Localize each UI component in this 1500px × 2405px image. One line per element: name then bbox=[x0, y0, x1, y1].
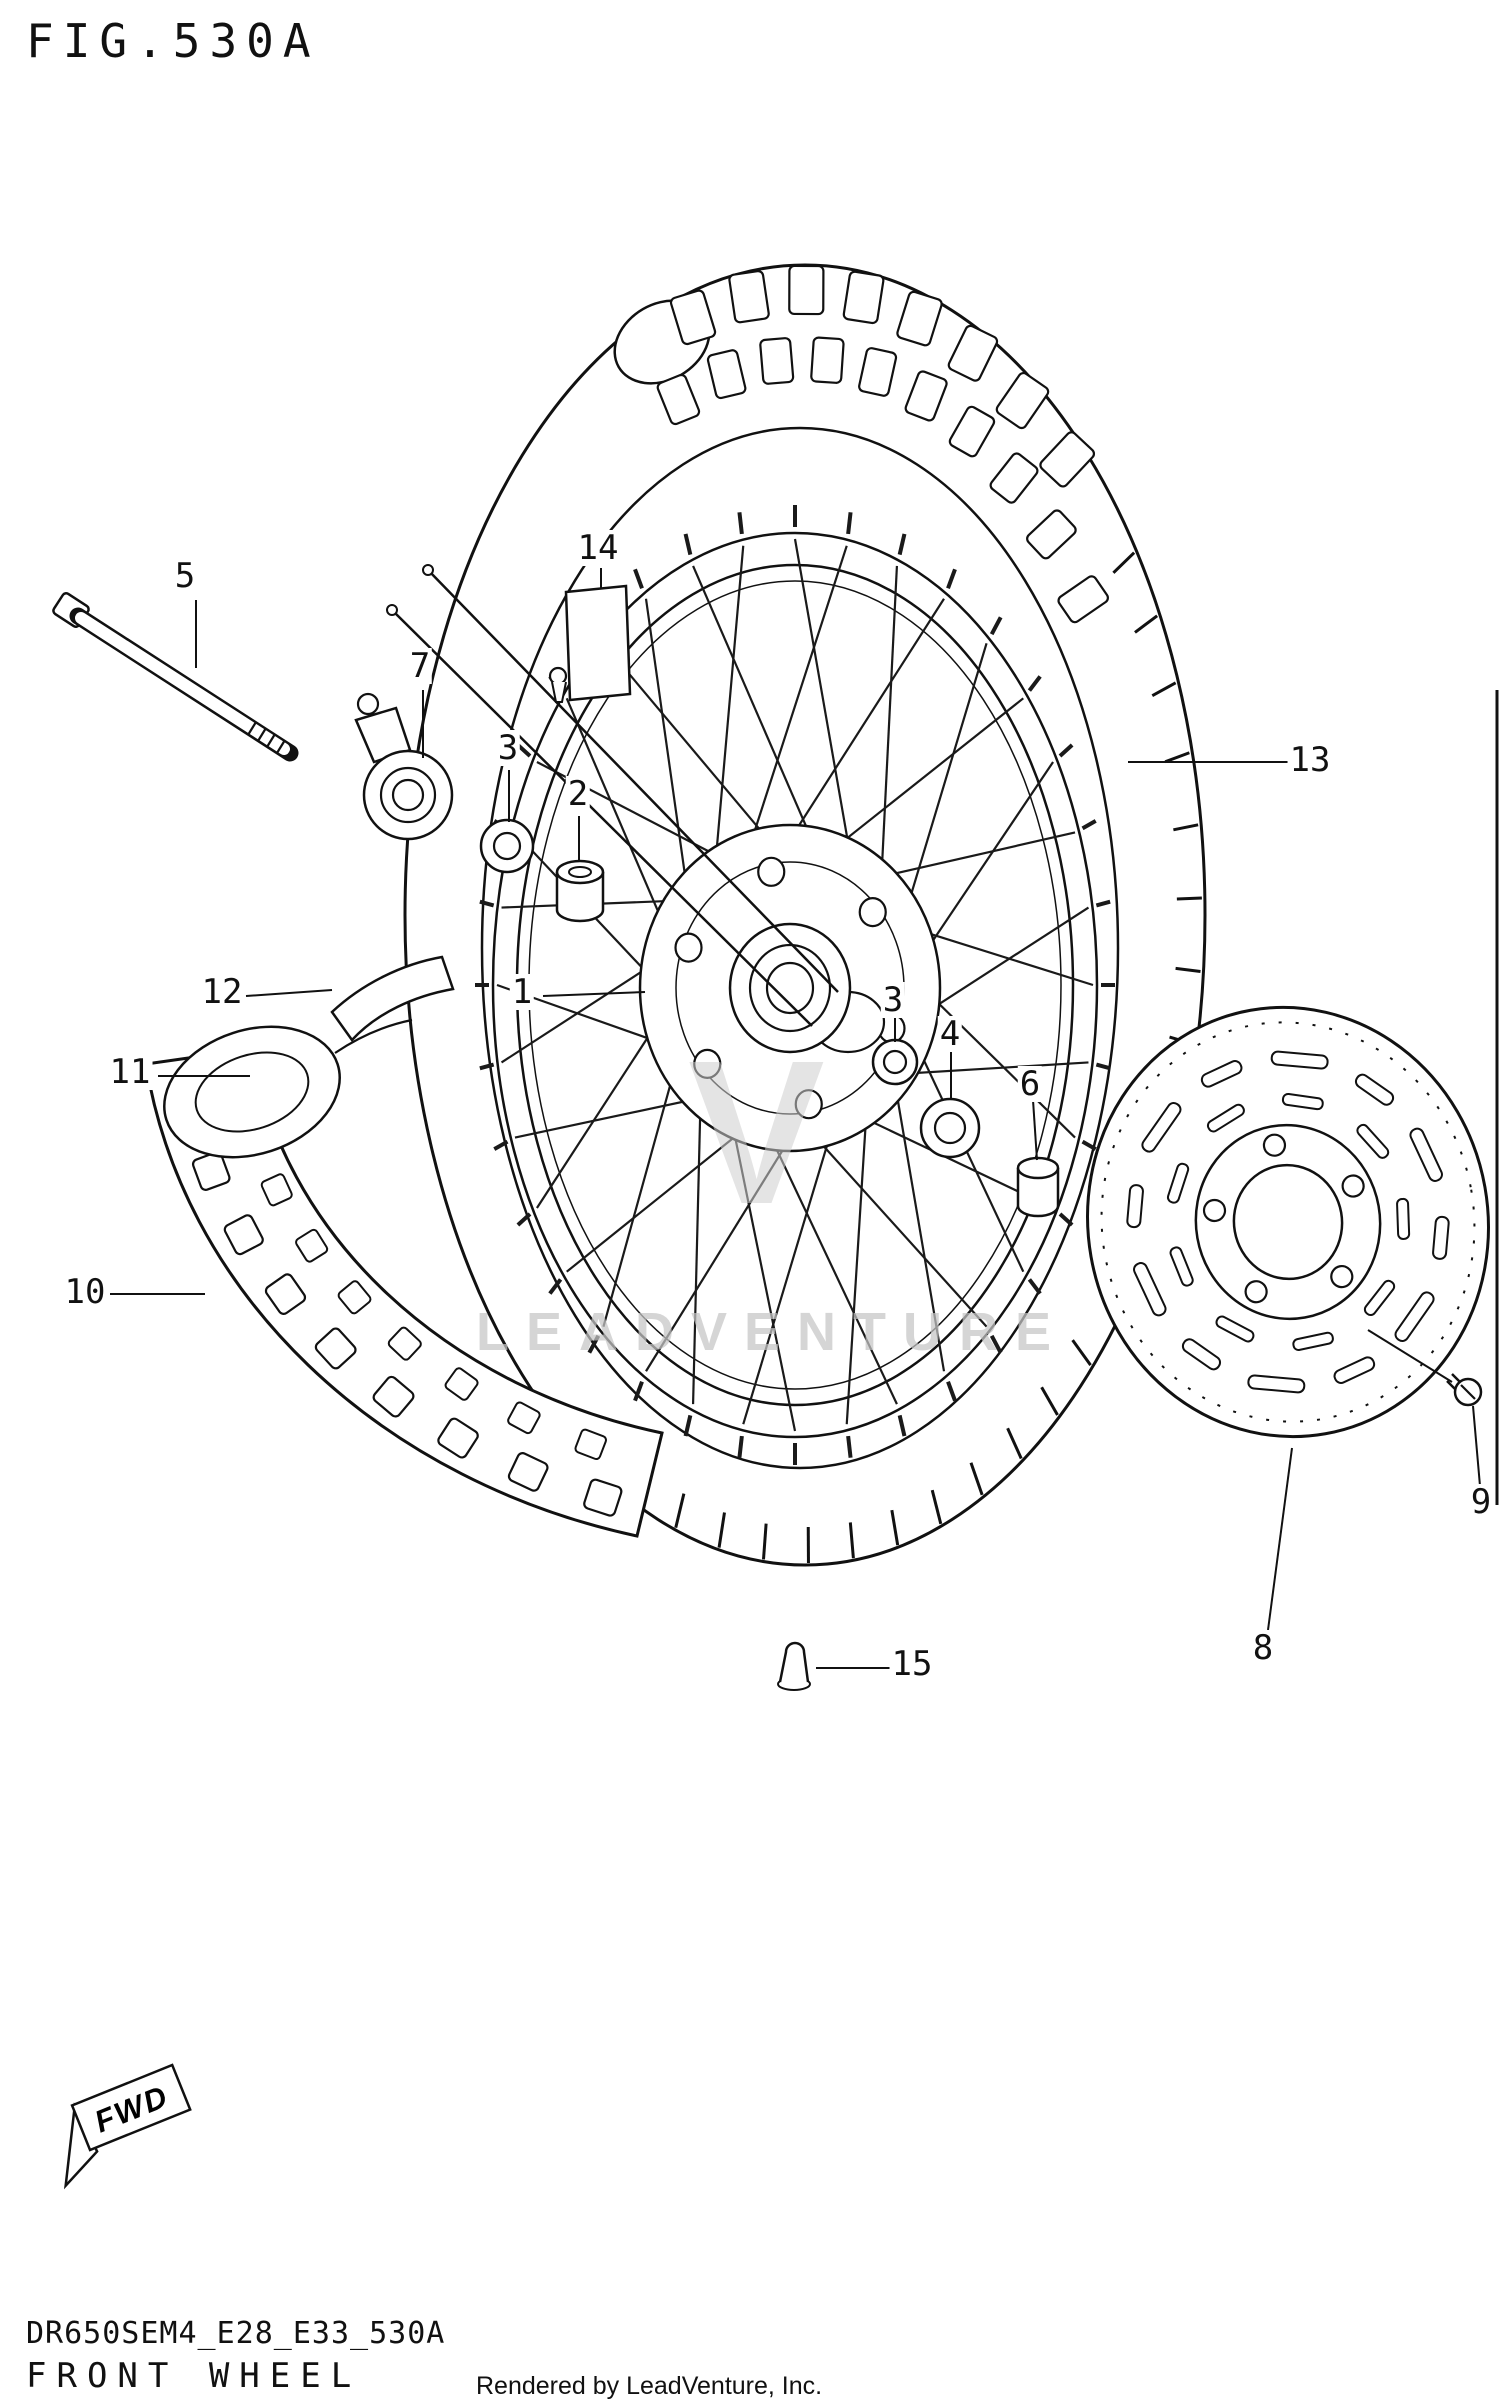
bearing-3b-inner bbox=[882, 1049, 908, 1075]
bearing-3a bbox=[479, 818, 535, 874]
hub-bolt-holes bbox=[674, 856, 906, 1120]
callout-1: 1 bbox=[509, 972, 535, 1012]
callout-3a: 3 bbox=[495, 728, 521, 768]
main-wheel bbox=[403, 263, 1207, 1567]
footer-credit: Rendered by LeadVenture, Inc. bbox=[476, 2372, 823, 2400]
spacer-6-top bbox=[1016, 1156, 1060, 1180]
callout-14: 14 bbox=[575, 528, 621, 568]
loose-spoke-2 bbox=[427, 569, 839, 993]
spacer-2 bbox=[555, 859, 605, 923]
callout-15: 15 bbox=[889, 1644, 935, 1684]
spacer-2-bore bbox=[568, 866, 592, 878]
footer-diagram-name: FRONT WHEEL bbox=[26, 2356, 362, 2396]
bearing-4-inner bbox=[933, 1111, 967, 1145]
rim-band bbox=[330, 955, 455, 1042]
callout-13: 13 bbox=[1287, 740, 1333, 780]
bearing-3a-inner bbox=[492, 831, 522, 861]
fwd-flag: FWD bbox=[63, 2063, 192, 2190]
fwd-flag-box bbox=[70, 2063, 192, 2152]
tube-section-inner bbox=[194, 1051, 310, 1133]
callout-8: 8 bbox=[1250, 1628, 1276, 1668]
leader-1 bbox=[542, 991, 646, 997]
spacer-2-body bbox=[555, 872, 605, 923]
speedo-drive bbox=[354, 692, 454, 841]
callout-11: 11 bbox=[107, 1052, 153, 1092]
disc-edge-dashes bbox=[1100, 1021, 1476, 1423]
disc-bolt-slot bbox=[1460, 1384, 1476, 1400]
axle-thread-1 bbox=[247, 721, 257, 736]
spacer-6-body bbox=[1016, 1168, 1060, 1218]
bearing-3b bbox=[871, 1038, 919, 1086]
callout-3b: 3 bbox=[880, 980, 906, 1020]
callout-12: 12 bbox=[199, 972, 245, 1012]
leader-6 bbox=[1032, 1099, 1038, 1161]
leader-12 bbox=[245, 989, 333, 997]
brake-disc bbox=[1086, 1005, 1490, 1439]
spoke-set-label-box bbox=[564, 584, 632, 702]
leader-9-pointer bbox=[1367, 1329, 1453, 1383]
leader-lines bbox=[110, 568, 1481, 1669]
callout-4: 4 bbox=[937, 1014, 963, 1054]
spoke-nipple-end-1 bbox=[386, 604, 398, 616]
callout-6: 6 bbox=[1017, 1064, 1043, 1104]
axle-shaft-fill bbox=[75, 612, 290, 755]
clip-body bbox=[778, 1641, 810, 1683]
inner-tube bbox=[163, 1018, 413, 1159]
axle-thread-2 bbox=[257, 727, 267, 742]
spoke-nipple bbox=[548, 666, 568, 686]
rim-band-strip bbox=[330, 955, 455, 1042]
speedo-bolt bbox=[356, 692, 380, 716]
disc-bolt-thread-2 bbox=[1446, 1380, 1456, 1390]
speedo-bore bbox=[391, 778, 425, 812]
callout-7: 7 bbox=[407, 646, 433, 686]
callout-2: 2 bbox=[565, 774, 591, 814]
loose-spoke-1 bbox=[391, 609, 813, 1027]
axle-thread-3 bbox=[266, 733, 276, 748]
disc-center-hole bbox=[1232, 1163, 1344, 1281]
spoke-set bbox=[386, 564, 839, 1027]
hub-center-bore bbox=[765, 961, 815, 1015]
disc-bolt-thread-1 bbox=[1451, 1373, 1461, 1383]
axle-assembly bbox=[52, 592, 299, 762]
disc-bolt bbox=[1446, 1373, 1483, 1407]
disc-bolt-holes bbox=[1202, 1133, 1365, 1304]
disc-slots bbox=[1126, 1050, 1450, 1394]
axle-thread-4 bbox=[276, 739, 286, 754]
tube-tail bbox=[334, 1018, 413, 1054]
callout-9: 9 bbox=[1468, 1482, 1494, 1522]
leader-9 bbox=[1472, 1405, 1481, 1487]
leader-8 bbox=[1267, 1447, 1293, 1631]
spoke-nipple-end-2 bbox=[422, 564, 434, 576]
tire-knobs bbox=[656, 264, 1109, 624]
spacer-6 bbox=[1016, 1156, 1060, 1218]
clip-15 bbox=[777, 1641, 811, 1691]
figure-title: FIG.530A bbox=[26, 14, 320, 68]
bearing-4 bbox=[919, 1097, 981, 1159]
spoke-nipple-body bbox=[551, 681, 567, 703]
callout-10: 10 bbox=[62, 1272, 108, 1312]
footer-part-code: DR650SEM4_E28_E33_530A bbox=[26, 2316, 446, 2351]
axle-thread-5 bbox=[285, 745, 295, 760]
callout-5: 5 bbox=[172, 556, 198, 596]
